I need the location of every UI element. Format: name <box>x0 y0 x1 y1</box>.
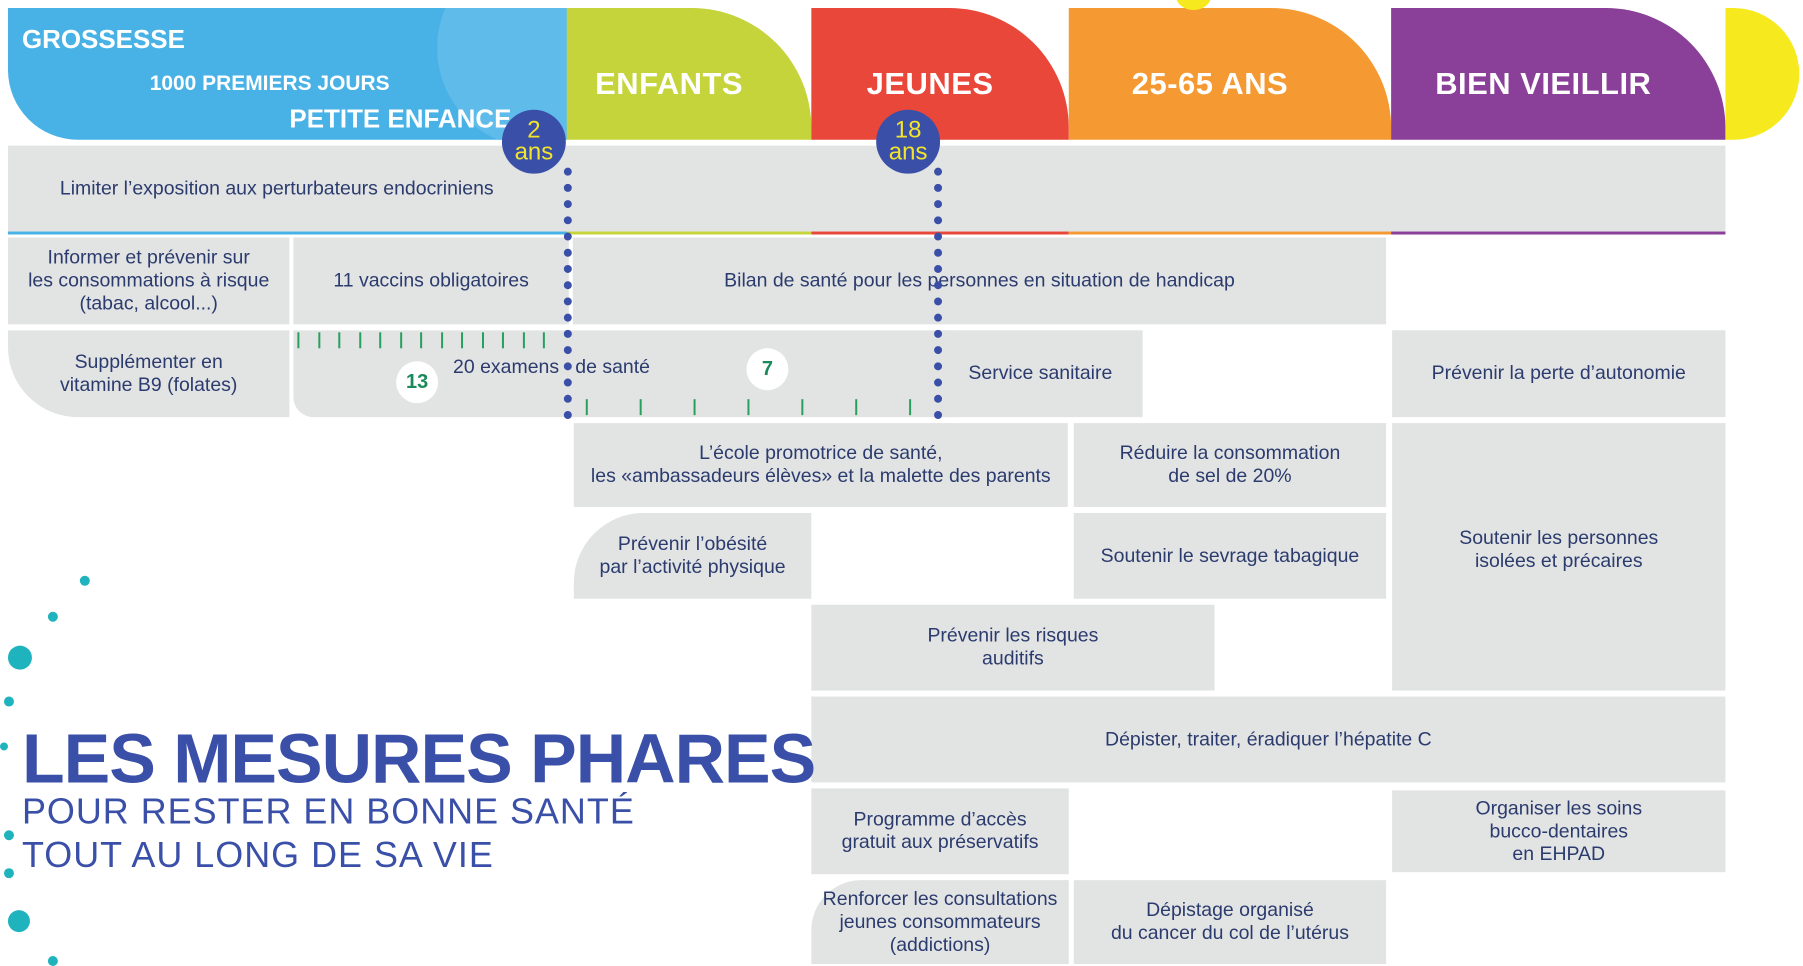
age-18-unit: ans <box>888 138 928 166</box>
band-enfants: ENFANTS <box>566 7 812 140</box>
band-bien-vieillir: BIEN VIEILLIR <box>1391 7 1726 140</box>
exam-tick <box>317 332 320 349</box>
exam-tick <box>481 332 484 349</box>
measure-consultations-addictions: Renforcer les consultations jeunes conso… <box>811 880 1069 965</box>
label-grossesse: GROSSESSE <box>21 23 185 54</box>
measure-hepatite-c: Dépister, traiter, éradiquer l’hépatite … <box>811 696 1726 783</box>
band-grossesse-petite-enfance: GROSSESSE 1000 PREMIERS JOURS PETITE ENF… <box>7 7 567 140</box>
band-end-yellow <box>1725 7 1800 140</box>
measure-personnes-isolees: Soutenir les personnes isolées et précai… <box>1392 423 1726 691</box>
measure-ecole-promotrice: L’école promotrice de santé, les «ambass… <box>573 423 1068 507</box>
label-bien-vieillir: BIEN VIEILLIR <box>1435 65 1652 101</box>
age-18-number: 18 <box>894 116 922 144</box>
measure-perte-autonomie: Prévenir la perte d’autonomie <box>1392 330 1726 418</box>
exam-tick <box>420 332 423 349</box>
age-18-dotted-line <box>934 167 943 420</box>
teal-dot <box>7 645 32 670</box>
yellow-dot-decoration <box>1175 0 1212 10</box>
exam-tick <box>693 399 696 416</box>
measure-perturbateurs-endocriniens: Limiter l’exposition aux perturbateurs e… <box>7 145 1726 232</box>
age-2-badge: 2 ans <box>501 109 566 174</box>
exam-tick <box>801 399 804 416</box>
teal-dot <box>3 868 14 879</box>
exam-tick <box>585 399 588 416</box>
exam-tick <box>909 399 912 416</box>
teal-dot <box>79 575 90 586</box>
band-25-65-ans: 25-65 ANS <box>1068 7 1392 140</box>
measure-service-sanitaire: Service sanitaire <box>938 330 1143 418</box>
page-title: LES MESURES PHARES <box>21 719 816 798</box>
teal-dot <box>3 696 14 707</box>
stripe-green <box>566 231 812 235</box>
counter-7: 7 <box>746 348 789 391</box>
label-jeunes: JEUNES <box>866 65 994 101</box>
exam-tick <box>855 399 858 416</box>
age-2-number: 2 <box>527 116 541 144</box>
measure-11-vaccins: 11 vaccins obligatoires <box>293 237 569 325</box>
measure-obesite: Prévenir l’obésité par l’activité physiq… <box>573 512 812 599</box>
age-2-unit: ans <box>514 138 554 166</box>
exam-tick <box>379 332 382 349</box>
measure-bilan-handicap: Bilan de santé pour les personnes en sit… <box>572 237 1387 325</box>
exam-tick <box>297 332 300 349</box>
stripe-blue <box>7 231 567 235</box>
label-petite-enfance: PETITE ENFANCE <box>289 103 512 134</box>
exam-tick <box>399 332 402 349</box>
exam-tick <box>501 332 504 349</box>
stripe-orange <box>1068 231 1392 235</box>
teal-dot <box>47 611 58 622</box>
measure-sel: Réduire la consommation de sel de 20% <box>1073 423 1387 507</box>
label-enfants: ENFANTS <box>595 65 744 101</box>
subtitle-line-1: POUR RESTER EN BONNE SANTÉ <box>21 790 635 832</box>
exam-tick <box>461 332 464 349</box>
counter-13: 13 <box>396 361 439 404</box>
exam-tick <box>639 399 642 416</box>
measure-bucco-dentaires: Organiser les soins bucco-dentaires en E… <box>1392 790 1726 873</box>
exam-tick <box>747 399 750 416</box>
teal-dot <box>7 910 30 933</box>
measure-cancer-col-uterus: Dépistage organisé du cancer du col de l… <box>1073 880 1387 965</box>
exam-tick <box>338 332 341 349</box>
teal-dot <box>0 742 8 751</box>
measure-consommations-a-risque: Informer et prévenir sur les consommatio… <box>7 237 290 325</box>
exam-tick <box>440 332 443 349</box>
label-1000-premiers-jours: 1000 PREMIERS JOURS <box>149 71 390 95</box>
label-25-65-ans: 25-65 ANS <box>1131 65 1289 101</box>
subtitle-line-2: TOUT AU LONG DE SA VIE <box>21 834 494 876</box>
measure-preservatifs: Programme d’accès gratuit aux préservati… <box>811 788 1069 875</box>
stripe-purple <box>1391 231 1726 235</box>
teal-dot <box>3 830 14 841</box>
measure-risques-auditifs: Prévenir les risques auditifs <box>811 604 1215 691</box>
age-18-badge: 18 ans <box>876 109 941 174</box>
measure-20-examens-label: 20 examens de santé <box>453 356 650 379</box>
exam-tick <box>358 332 361 349</box>
age-2-dotted-line <box>563 167 572 420</box>
exam-tick <box>522 332 525 349</box>
measure-vitamine-b9: Supplémenter en vitamine B9 (folates) <box>7 330 290 418</box>
teal-dot <box>47 956 58 966</box>
measure-sevrage-tabagique: Soutenir le sevrage tabagique <box>1073 512 1387 599</box>
exam-tick <box>542 332 545 349</box>
